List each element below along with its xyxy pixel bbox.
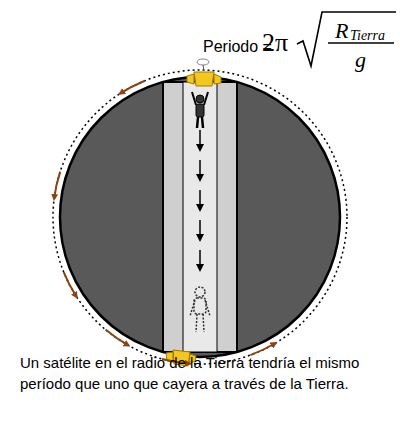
tunnel-core [183, 82, 217, 352]
radius-symbol: R [335, 18, 348, 44]
gravity-symbol: g [355, 47, 366, 73]
tunnel-shaft [163, 82, 237, 352]
orbit-arrow [250, 343, 275, 355]
orbit-arrows [54, 81, 276, 364]
radius-subscript: Tierra [350, 28, 385, 44]
orbit-arrow [54, 172, 60, 200]
orbit-arrow [106, 330, 129, 346]
satellite-top [187, 59, 221, 86]
orbit-arrow [64, 272, 77, 297]
fall-arrows [199, 130, 201, 270]
orbit-circle [53, 70, 347, 364]
period-label: Periodo = [203, 38, 272, 56]
orbit-arrow [120, 81, 145, 94]
caption: Un satélite en el radio de la Tierra ten… [20, 352, 388, 394]
formula-coefficient: 2π [262, 28, 288, 58]
falling-person-bottom [190, 287, 210, 332]
earth-disc [60, 77, 340, 357]
falling-person [192, 92, 208, 128]
root-sign [297, 12, 396, 66]
